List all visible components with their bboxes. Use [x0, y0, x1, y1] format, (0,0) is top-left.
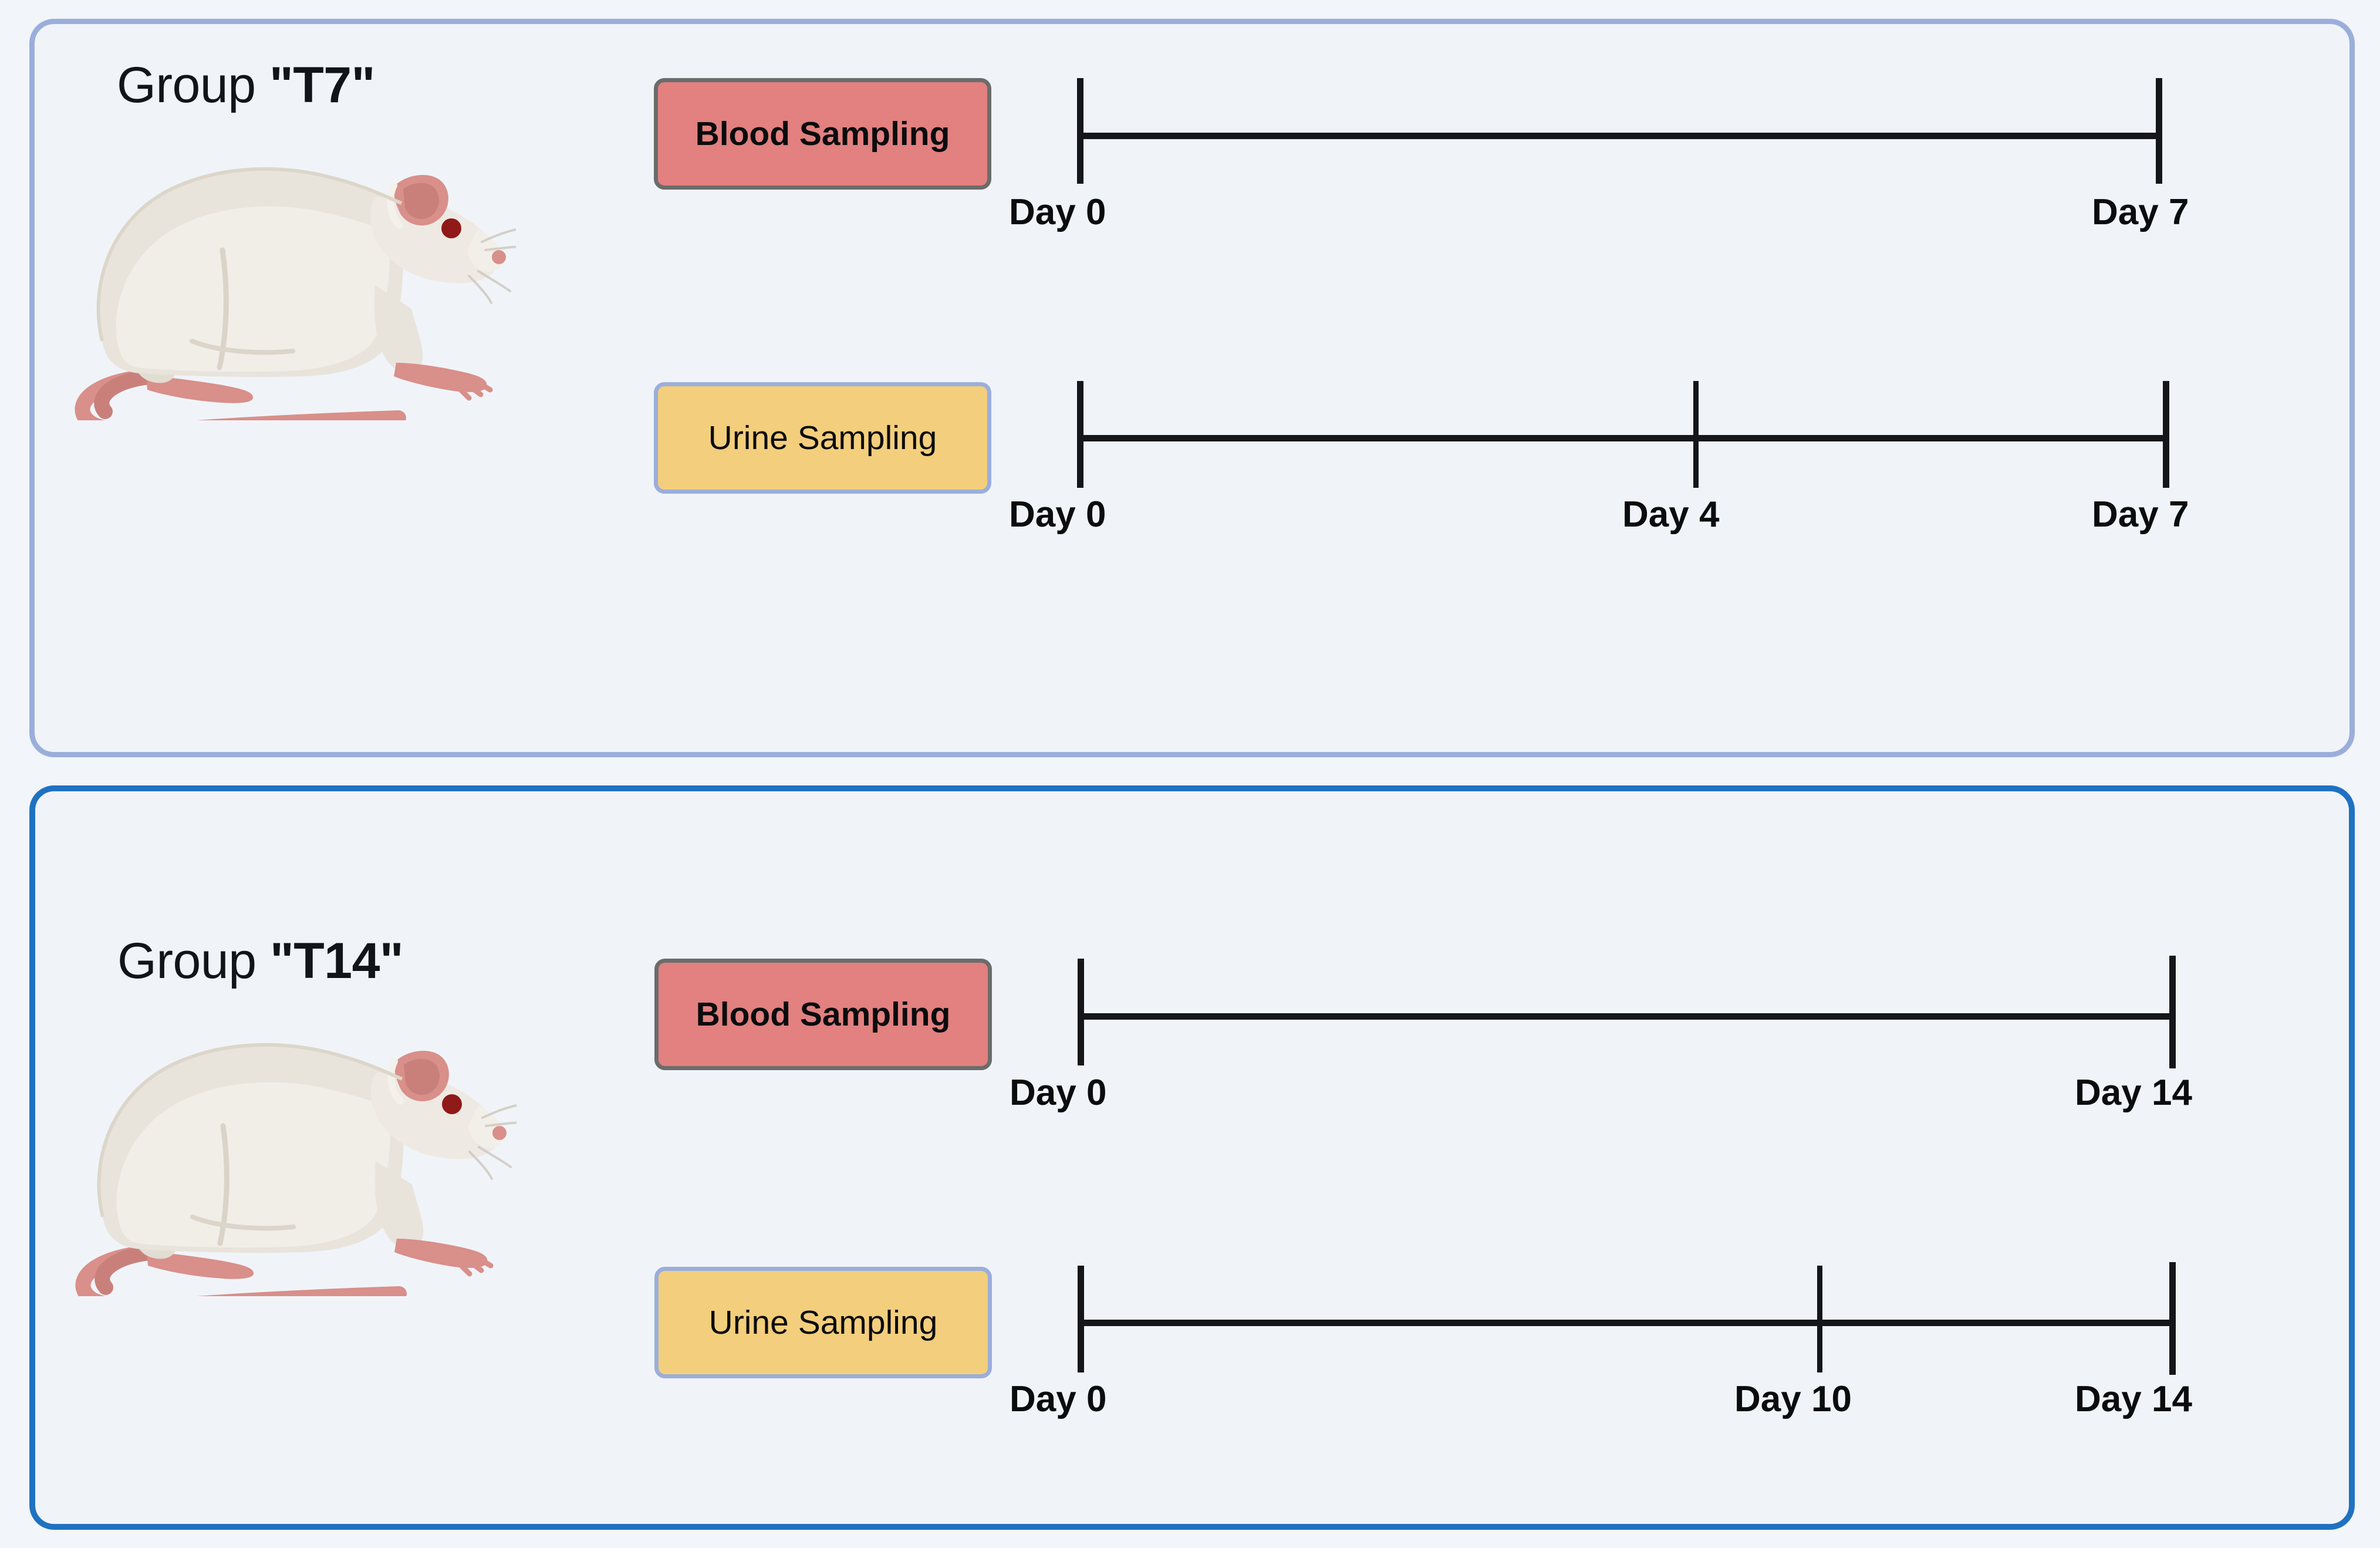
group-title-t7: Group "T7" — [117, 56, 375, 114]
timeline-tick-day10-urine-t14 — [1817, 1266, 1822, 1372]
timeline-label-day10-urine-t14: Day 10 — [1734, 1379, 1852, 1419]
chip-urine-sampling-t14[interactable]: Urine Sampling — [654, 1267, 992, 1378]
timeline-label-day4-urine-t7: Day 4 — [1622, 494, 1720, 535]
group-panel-t7: Group "T7" — [29, 19, 2355, 757]
timeline-tick-day0-blood-t14 — [1078, 959, 1084, 1065]
timeline-tick-day0-urine-t7 — [1077, 381, 1083, 488]
lab-rat-icon — [46, 109, 516, 420]
group-title-code: "T14" — [269, 933, 404, 989]
timeline-tick-day14-urine-t14 — [2169, 1262, 2176, 1375]
timeline-label-day7-blood-t7: Day 7 — [2092, 192, 2189, 232]
timeline-axis-blood-t14 — [1081, 1013, 2174, 1020]
timeline-axis-blood-t7 — [1081, 133, 2160, 139]
timeline-label-day0-urine-t7: Day 0 — [1009, 494, 1106, 535]
timeline-label-day14-blood-t14: Day 14 — [2075, 1073, 2192, 1113]
timeline-axis-urine-t7 — [1081, 435, 2168, 441]
lab-rat-icon — [47, 985, 516, 1296]
timeline-label-day14-urine-t14: Day 14 — [2075, 1379, 2192, 1419]
timeline-tick-day0-urine-t14 — [1078, 1266, 1084, 1372]
timeline-tick-day0-blood-t7 — [1077, 78, 1083, 184]
chip-label: Urine Sampling — [708, 419, 937, 457]
group-title-code: "T7" — [269, 57, 375, 113]
timeline-label-day0-urine-t14: Day 0 — [1010, 1379, 1107, 1419]
timeline-tick-day14-blood-t14 — [2169, 956, 2176, 1068]
group-title-word: Group — [117, 933, 256, 989]
chip-label: Blood Sampling — [695, 115, 950, 153]
chip-urine-sampling-t7[interactable]: Urine Sampling — [654, 382, 991, 494]
timeline-axis-urine-t14 — [1081, 1320, 2174, 1326]
chip-blood-sampling-t14[interactable]: Blood Sampling — [654, 959, 992, 1070]
chip-label: Urine Sampling — [708, 1304, 938, 1341]
group-title-word: Group — [117, 57, 256, 113]
timeline-tick-day4-urine-t7 — [1693, 381, 1699, 488]
group-title-t14: Group "T14" — [117, 932, 404, 990]
group-panel-t14: Group "T14" — [29, 785, 2355, 1530]
timeline-tick-day7-urine-t7 — [2163, 381, 2169, 488]
timeline-label-day0-blood-t7: Day 0 — [1009, 192, 1106, 232]
timeline-tick-day7-blood-t7 — [2156, 78, 2162, 184]
timeline-label-day0-blood-t14: Day 0 — [1010, 1073, 1107, 1113]
chip-blood-sampling-t7[interactable]: Blood Sampling — [654, 78, 991, 190]
timeline-label-day7-urine-t7: Day 7 — [2092, 494, 2189, 535]
chip-label: Blood Sampling — [696, 996, 951, 1033]
